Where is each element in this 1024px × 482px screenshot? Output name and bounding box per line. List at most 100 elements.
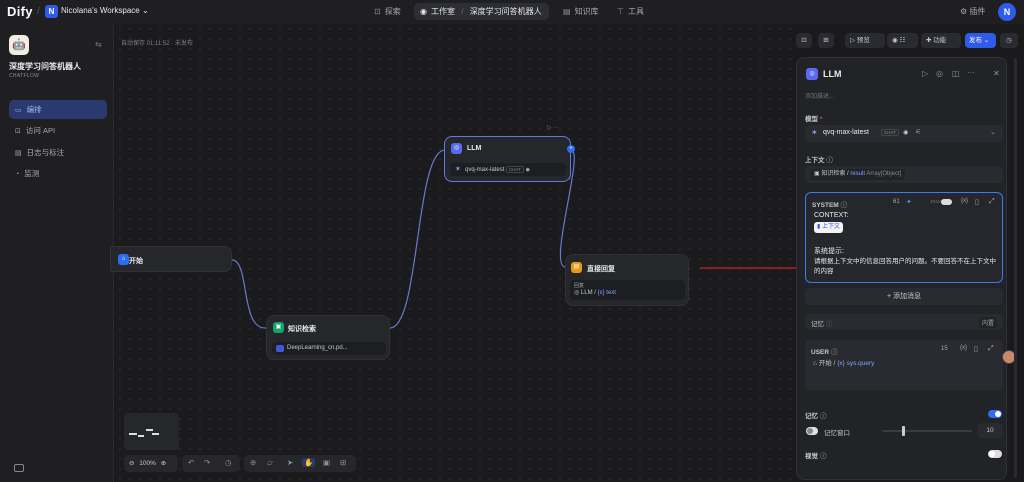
edit-icon: ▭ <box>15 107 22 114</box>
sidebar-item-logs[interactable]: ▤日志与标注 <box>15 148 65 157</box>
insert-variable-icon[interactable]: {x} <box>960 345 968 351</box>
memory-window-input[interactable]: 10 <box>977 423 1003 438</box>
copy-icon[interactable]: ▯ <box>975 199 979 206</box>
run-node-icon[interactable]: ▷ <box>922 69 929 78</box>
dify-logo[interactable]: Dify <box>7 4 33 19</box>
model-selector[interactable]: ✶ qvq-max-latest CHAT ◉ ⚟ ⌄ <box>805 125 1003 142</box>
memory-toggle[interactable] <box>988 410 1002 418</box>
plugins-button[interactable]: ⚙ 插件 <box>960 7 986 16</box>
add-message-button[interactable]: + 添加消息 <box>805 288 1003 305</box>
features-button[interactable]: ✚ 功能 <box>921 33 961 48</box>
zoom-out-icon[interactable]: ⊖ <box>129 460 135 467</box>
knowledge-node[interactable]: ▣ 知识检索 DeepLearning_cn.pd... <box>266 315 390 360</box>
answer-node[interactable]: ▤ 直接回复 回复 ◎ LLM / {x} text <box>565 254 689 306</box>
llm-icon: ◎ <box>806 68 818 80</box>
history-icon[interactable]: ◷ <box>225 458 232 467</box>
edge-llm-answer <box>559 149 575 268</box>
llm-node[interactable]: ◎ LLM ✶ qvq-max-latest CHAT ◉ + <box>444 136 575 182</box>
add-description[interactable]: 添加描述... <box>805 94 835 100</box>
app-icon: 🤖 <box>9 35 29 55</box>
user-label: USER ⓘ <box>811 349 838 356</box>
jinja-toggle[interactable] <box>941 199 952 205</box>
sidebar-item-api[interactable]: ⊡访问 API <box>15 126 56 135</box>
memory-window-slider[interactable] <box>882 426 972 436</box>
llm-model-pill: ✶ qvq-max-latest CHAT ◉ <box>450 163 566 176</box>
features-icon: ✚ <box>926 37 932 44</box>
llm-icon: ◎ <box>451 143 462 154</box>
edge-start-knowledge <box>231 259 267 329</box>
add-node-handle-icon[interactable]: + <box>567 145 575 153</box>
insert-variable-icon[interactable]: {x} <box>961 198 969 204</box>
add-node-icon[interactable]: ⊕ <box>250 458 257 467</box>
nav-tools[interactable]: ⊤工具 <box>617 7 644 16</box>
llm-var-icon: ◎ <box>574 290 580 296</box>
memory-inline-label: 记忆 ⓘ <box>811 321 833 328</box>
check-icon: ◉ <box>892 37 898 44</box>
sidebar-item-orchestrate[interactable]: ▭编排 <box>9 100 107 119</box>
vision-label: 视觉 ⓘ <box>805 453 827 460</box>
vision-toggle[interactable] <box>988 450 1002 458</box>
workspace-selector[interactable]: Nicolana's Workspace ⌄ <box>61 6 149 15</box>
expand-icon[interactable]: ⤢ <box>989 198 995 205</box>
memory-window-label: 记忆窗口 <box>824 430 850 437</box>
context-label: 上下文 ⓘ <box>805 157 833 164</box>
expand-icon[interactable]: ⤢ <box>988 345 994 352</box>
api-icon: ⊡ <box>15 128 21 135</box>
minimap[interactable] <box>124 413 179 450</box>
compass-icon: ⊡ <box>374 7 381 16</box>
model-logo-icon: ✶ <box>455 166 461 173</box>
note-icon[interactable]: ▱ <box>267 458 273 467</box>
pointer-icon[interactable]: ➤ <box>287 458 294 467</box>
memory-row: 记忆 ⓘ 内置 <box>805 314 1003 330</box>
memory-window-toggle[interactable] <box>806 427 818 435</box>
knowledge-file: DeepLearning_cn.pd... <box>272 342 386 355</box>
monitor-icon: ◔ <box>15 171 20 178</box>
model-logo-icon: ✶ <box>811 128 818 137</box>
answer-icon: ▤ <box>571 262 582 273</box>
sidebar-item-monitor[interactable]: ◔监测 <box>15 169 40 178</box>
zoom-control[interactable]: ⊖ 100% ⊕ <box>124 455 178 472</box>
switch-app-icon[interactable]: ⇆ <box>95 40 102 49</box>
user-avatar[interactable]: N <box>998 3 1016 21</box>
user-prompt-editor[interactable]: USER ⓘ 15 {x} ▯ ⤢ ⌂ 开始 / {x} sys.query <box>805 340 1003 390</box>
llm-settings-panel: ◎ LLM ▷ ◎ ◫ ··· ✕ 添加描述... 模型 * ✶ qvq-max… <box>796 57 1007 480</box>
close-icon[interactable]: ✕ <box>993 69 1000 78</box>
panel-scrollbar[interactable] <box>1014 58 1017 478</box>
nav-knowledge[interactable]: ▤知识库 <box>563 7 599 16</box>
user-char-count: 15 <box>941 346 948 352</box>
settings-sliders-icon[interactable]: ⚟ <box>915 129 922 136</box>
copy-icon[interactable]: ▯ <box>974 346 978 353</box>
version-history-icon[interactable]: ◷ <box>1000 33 1018 48</box>
zoom-in-icon[interactable]: ⊕ <box>160 460 167 467</box>
ai-generate-icon[interactable]: ✦ <box>906 199 912 206</box>
system-prompt-editor[interactable]: SYSTEM ⓘ 61 ✦ JINJA {x} ▯ ⤢ CONTEXT: ▮ 上… <box>805 192 1003 283</box>
app-type: CHATFLOW <box>9 73 40 79</box>
preview-button[interactable]: ▷ 预览 <box>845 33 885 48</box>
more-icon[interactable]: ··· <box>967 68 975 77</box>
hand-icon[interactable]: ✋ <box>302 458 316 467</box>
env-vars-icon[interactable]: ⊞ <box>818 33 834 48</box>
workspace-avatar[interactable]: N <box>45 5 58 18</box>
undo-icon[interactable]: ↶ <box>188 458 195 467</box>
redo-icon[interactable]: ↷ <box>204 458 211 467</box>
publish-button[interactable]: 发布 ⌄ <box>965 33 996 48</box>
divider: / <box>37 6 40 17</box>
builtin-badge: 内置 <box>979 317 998 328</box>
checklist-button[interactable]: ◉ ☷ <box>887 33 918 48</box>
collapse-sidebar-icon[interactable] <box>14 464 24 472</box>
start-node[interactable]: ⌂ 开始 <box>110 246 232 272</box>
context-doc-icon: ▮ <box>817 224 821 230</box>
edge-knowledge-llm <box>389 149 446 329</box>
debug-icon[interactable]: ⊡ <box>796 33 812 48</box>
slider-handle[interactable] <box>902 426 905 436</box>
split-view-icon[interactable]: ◫ <box>952 69 960 78</box>
book-icon: ▤ <box>563 7 571 16</box>
export-image-icon[interactable]: ▣ <box>323 458 331 467</box>
node-actions[interactable]: ▷ ··· <box>547 125 560 131</box>
context-selector[interactable]: ▣ 知识检索 / result Array[Object] <box>805 166 1003 183</box>
history-toolbar: ↶ ↷ ◷ <box>182 455 240 472</box>
nav-explore[interactable]: ⊡探索 <box>374 7 401 16</box>
play-icon: ▷ <box>850 37 855 44</box>
organize-icon[interactable]: ⊞ <box>340 458 347 467</box>
help-icon[interactable]: ◎ <box>936 69 943 78</box>
